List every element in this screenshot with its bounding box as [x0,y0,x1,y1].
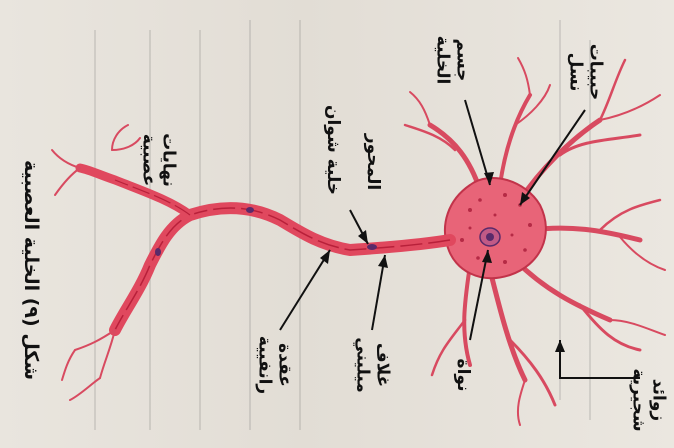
label-axon: المحور [362,134,382,190]
label-myelin-sheath: غلاف ميليني [352,337,391,392]
label-schwann-cell: خلية شوان [322,105,342,195]
label-node-of-ranvier: عقدة رانفيية [254,336,293,394]
label-cell-body: جسم الخلية [432,36,471,85]
label-nissl-bodies: حبيبات نسل [565,44,604,101]
axon-shape [115,208,450,330]
label-nerve-endings: نهايات عصبية [138,133,177,187]
cell-body-shape [445,178,546,278]
label-dendrites: زوائد شجيرية [628,368,667,431]
label-nucleus: نواة [452,359,472,392]
figure-caption: شكل (٩) الخلية العصبية [19,160,41,380]
